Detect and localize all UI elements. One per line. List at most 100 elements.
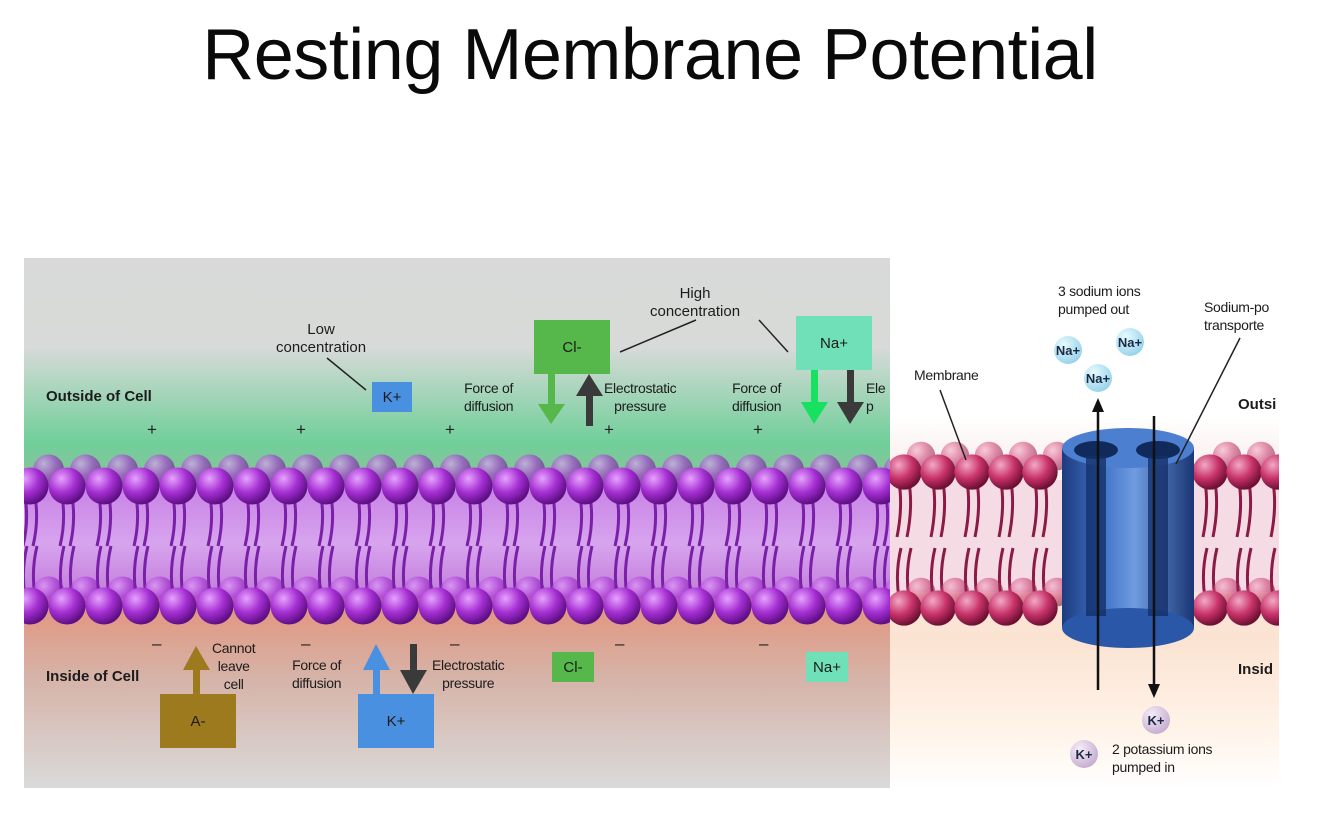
lipid-head	[307, 467, 345, 505]
lipid-head	[1226, 590, 1262, 626]
lipid-head	[85, 587, 123, 625]
na-force-of-diffusion-label: Force of diffusion	[732, 380, 782, 414]
pointer-line	[326, 357, 367, 391]
cannot-leave-cell-label: Cannot leave cell	[212, 640, 256, 692]
lipid-head	[1192, 590, 1228, 626]
lipid-head	[455, 467, 493, 505]
k-electrostatic-arrow	[400, 644, 427, 694]
cl-ion-inside: Cl-	[552, 652, 594, 682]
lipid-head	[270, 467, 308, 505]
plus-sign: +	[753, 420, 763, 439]
lipid-head	[954, 590, 990, 626]
potassium-in-arrow	[1148, 416, 1160, 698]
na-ion-inside: Na+	[806, 652, 848, 682]
lipid-head	[566, 467, 604, 505]
lipid-head	[1260, 454, 1279, 490]
slide-title: Resting Membrane Potential	[202, 15, 1098, 95]
high-concentration-label: High concentration	[650, 285, 741, 320]
cl-electrostatic-arrow	[576, 374, 603, 426]
lipid-head	[159, 467, 197, 505]
lipid-head	[1226, 454, 1262, 490]
lipid-head	[920, 590, 956, 626]
lipid-head	[455, 587, 493, 625]
lipid-head	[344, 587, 382, 625]
pointer-line	[758, 319, 789, 353]
plus-sign: +	[445, 420, 455, 439]
outside-of-cell-label: Outside of Cell	[46, 388, 152, 405]
lipid-head	[529, 467, 567, 505]
sodium-ion: Na+	[1054, 336, 1082, 364]
lipid-head	[122, 467, 160, 505]
lipid-head	[920, 454, 956, 490]
minus-sign: –	[450, 634, 460, 653]
pump-transporter-label: Sodium-po transporte	[1204, 299, 1270, 333]
cl-electrostatic-pressure-label: Electrostatic pressure	[604, 380, 677, 414]
right-membrane-art	[890, 337, 1279, 698]
plus-sign: +	[147, 420, 157, 439]
lipid-head	[48, 467, 86, 505]
k-force-of-diffusion-label: Force of diffusion	[292, 657, 342, 691]
k-ion-inside: K+	[358, 694, 434, 748]
pointer-line	[619, 319, 697, 353]
lipid-head	[85, 467, 123, 505]
lipid-head	[381, 587, 419, 625]
k-electrostatic-pressure-label: Electrostatic pressure	[432, 657, 505, 691]
lipid-head	[677, 467, 715, 505]
lipid-head	[1022, 454, 1058, 490]
lipid-head	[566, 587, 604, 625]
lipid-head	[751, 467, 789, 505]
lipid-head	[381, 467, 419, 505]
lipid-head	[344, 467, 382, 505]
sodium-ion: Na+	[1084, 364, 1112, 392]
sodium-ion: Na+	[1116, 328, 1144, 356]
cl-diffusion-arrow	[538, 374, 565, 424]
potassium-pumped-in-label: 2 potassium ions pumped in	[1112, 741, 1213, 775]
anion-inside: A-	[160, 694, 236, 748]
lipid-head	[640, 467, 678, 505]
membrane-label: Membrane	[914, 367, 979, 383]
lipid-head	[603, 587, 641, 625]
minus-sign: –	[152, 634, 162, 653]
lipid-head	[233, 467, 271, 505]
lipid-head	[988, 454, 1024, 490]
na-electrostatic-pressure-label: Ele p	[866, 380, 886, 414]
lipid-head	[24, 587, 49, 625]
lipid-head	[640, 587, 678, 625]
lipid-head	[677, 587, 715, 625]
lipid-head	[270, 587, 308, 625]
potassium-ion: K+	[1142, 706, 1170, 734]
plus-sign: +	[604, 420, 614, 439]
lipid-head	[862, 467, 890, 505]
lipid-head	[1022, 590, 1058, 626]
lipid-head	[751, 587, 789, 625]
k-ion-outside: K+	[372, 382, 412, 412]
minus-sign: –	[301, 634, 311, 653]
na-electrostatic-arrow	[837, 370, 864, 424]
na-ion-outside: Na+	[796, 316, 872, 370]
inside-of-cell-label: Inside of Cell	[46, 668, 140, 685]
sodium-pumped-out-label: 3 sodium ions pumped out	[1058, 283, 1141, 317]
lipid-head	[825, 587, 863, 625]
lipid-head	[714, 587, 752, 625]
lipid-head	[954, 454, 990, 490]
sodium-potassium-pump	[1062, 428, 1194, 648]
lipid-head	[1192, 454, 1228, 490]
left-membrane-art	[24, 319, 890, 696]
lipid-head	[307, 587, 345, 625]
minus-sign: –	[759, 634, 769, 653]
sodium-out-arrow	[1092, 398, 1104, 690]
lipid-head	[418, 587, 456, 625]
lipid-head	[788, 587, 826, 625]
lipid-head	[890, 454, 922, 490]
lipid-head	[529, 587, 567, 625]
lipid-head	[492, 467, 530, 505]
lipid-head	[890, 590, 922, 626]
anion-blocked-arrow	[183, 646, 210, 696]
lipid-head	[122, 587, 160, 625]
lipid-head	[788, 467, 826, 505]
cl-force-of-diffusion-label: Force of diffusion	[464, 380, 514, 414]
lipid-head	[1260, 590, 1279, 626]
pointer-line	[1175, 337, 1241, 465]
lipid-head	[196, 587, 234, 625]
lipid-head	[196, 467, 234, 505]
